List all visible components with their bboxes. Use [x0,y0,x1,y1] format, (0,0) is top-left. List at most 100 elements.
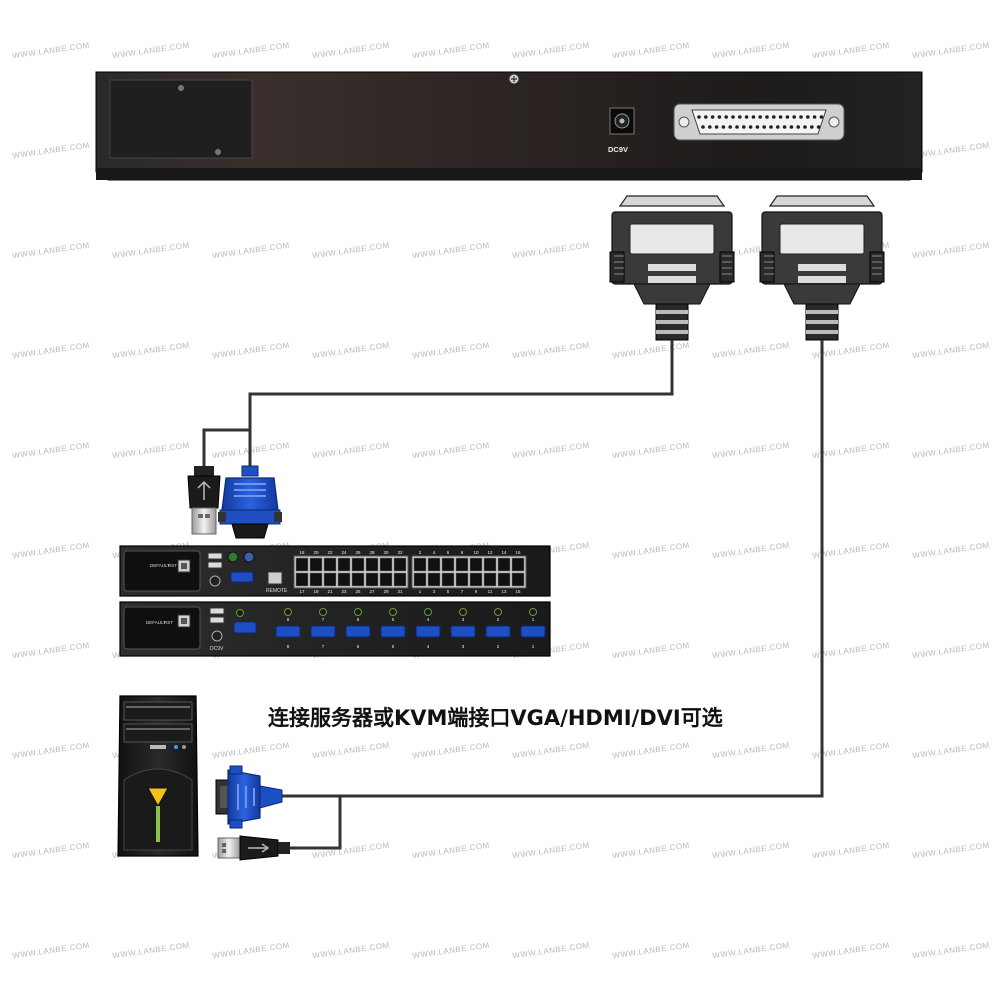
vga-port[interactable] [380,625,406,638]
rj45-port[interactable] [413,557,427,572]
status-led [529,608,537,616]
port-number-label: 30 [383,550,389,555]
rj45-port[interactable] [365,557,379,572]
cable-lines [202,340,824,850]
rj45-port[interactable] [483,572,497,587]
usb-port [209,616,225,624]
port-number-label: 3 [462,617,465,622]
rj45-port[interactable] [455,557,469,572]
rj45-port[interactable] [441,557,455,572]
db-pin [758,115,762,119]
vga-port[interactable] [415,625,441,638]
db-pin [717,115,722,119]
rst-label: RST [164,620,173,625]
rj45-port[interactable] [309,557,323,572]
port-number-label: 18 [299,550,305,555]
rj45-port[interactable] [365,572,379,587]
db-pin [782,125,787,129]
rj45-port[interactable] [323,572,337,587]
diagram-caption: 连接服务器或KVM端接口VGA/HDMI/DVI可选 [268,706,723,730]
db-pin [812,115,817,119]
db-pin [710,115,715,119]
usb-port [207,552,223,560]
rj45-port[interactable] [379,557,393,572]
rst-label: RST [168,563,177,568]
db37-port [673,103,845,141]
default-label: DEFAULT [146,620,166,625]
rj45-port[interactable] [309,572,323,587]
power-indicator-icon [147,787,169,808]
rj45-port[interactable] [295,557,309,572]
port-number-label: 6 [357,644,360,649]
db-pin [755,125,760,129]
rj45-port[interactable] [483,557,497,572]
rj45-port[interactable] [511,557,525,572]
vga-port [230,571,254,583]
rj45-port[interactable] [337,557,351,572]
db-pin [744,115,749,119]
vga-icon [215,765,283,829]
vga-port[interactable] [450,625,476,638]
rj45-port[interactable] [295,572,309,587]
vga-port[interactable] [275,625,301,638]
port-number-label: 7 [461,589,464,594]
rj45-port[interactable] [427,572,441,587]
port-number-label: 2 [497,644,500,649]
rj45-port[interactable] [455,572,469,587]
rj45-port[interactable] [469,572,483,587]
db-pin [816,125,821,129]
port-number-label: 9 [475,589,478,594]
vga-port[interactable] [345,625,371,638]
rj45-port[interactable] [337,572,351,587]
port-number-label: 15 [515,589,521,594]
usb-icon [187,466,221,535]
usb-port [209,607,225,615]
rj45-port[interactable] [469,557,483,572]
vga-port[interactable] [520,625,546,638]
db-pin [738,115,742,119]
kvm-switch-32-port: DEFAULT RST REMOTE 181720192221242326252… [119,545,551,597]
port-number-label: 22 [327,550,333,555]
vga-icon [218,465,282,539]
db-pin [731,115,735,119]
rj45-port[interactable] [427,557,441,572]
vga-port[interactable] [310,625,336,638]
db-pin [708,125,712,129]
usb-port [207,561,223,569]
rj45-port[interactable] [393,557,407,572]
rj45-port[interactable] [351,572,365,587]
cable-db-to-server-vga [282,340,824,798]
port-number-label: 4 [427,617,430,622]
status-led [494,608,502,616]
rj45-port[interactable] [497,572,511,587]
default-label: DEFAULT [150,563,170,568]
db-pin [778,115,783,119]
rj45-port[interactable] [393,572,407,587]
screw-icon [177,84,185,92]
db-pin [776,125,780,129]
vga-port[interactable] [485,625,511,638]
port-number-label: 3 [462,644,465,649]
rj45-port[interactable] [441,572,455,587]
rj45-port[interactable] [413,572,427,587]
rj45-port[interactable] [351,557,365,572]
db-pin [819,115,824,119]
status-led [354,608,362,616]
db-pin [748,125,753,129]
rj45-port[interactable] [379,572,393,587]
port-number-label: 24 [341,550,347,555]
usb-icon [217,835,290,861]
db-pin [735,125,739,129]
rj45-port[interactable] [511,572,525,587]
rj45-port[interactable] [323,557,337,572]
db-pin [803,125,807,129]
rj45-port[interactable] [497,557,511,572]
db-pin [724,115,728,119]
port-number-label: 10 [473,550,479,555]
cable-split-to-server-usb [290,796,342,850]
port-number-label: 20 [313,550,319,555]
port-number-label: 8 [461,550,464,555]
port-number-label: 5 [392,617,395,622]
